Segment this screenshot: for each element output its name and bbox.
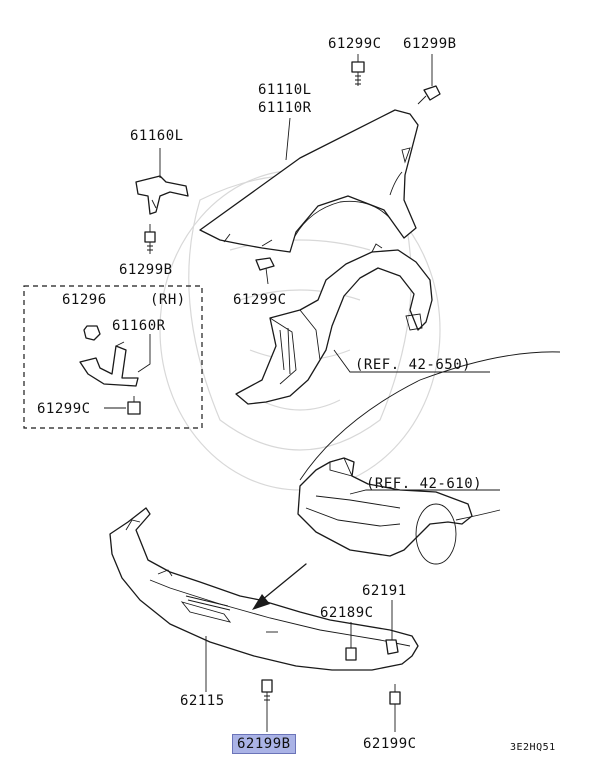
label-62199c[interactable]: 62199C [363, 736, 417, 752]
label-61299c-top[interactable]: 61299C [328, 36, 382, 52]
label-61299c-mid[interactable]: 61299C [233, 292, 287, 308]
leader-61110 [285, 117, 291, 161]
leader-ref-42-610 [349, 489, 500, 495]
label-ref-42-610[interactable]: (REF. 42-610) [366, 476, 483, 492]
label-61110r[interactable]: 61110R [258, 100, 312, 116]
bracket-61160l [135, 175, 189, 215]
nut-61296 [83, 325, 101, 341]
label-ref-42-650[interactable]: (REF. 42-650) [355, 357, 472, 373]
clip-62189c [345, 622, 357, 661]
label-61160l[interactable]: 61160L [130, 128, 184, 144]
bolt-61299c-top [351, 54, 365, 86]
fender-61110 [199, 109, 419, 253]
clip-62191 [385, 600, 399, 655]
bolt-61299b-top [417, 54, 441, 105]
label-61160r[interactable]: 61160R [112, 318, 166, 334]
front-end-42-610 [297, 351, 561, 565]
front-spoiler-62115 [109, 507, 419, 671]
bolt-61299b-left [144, 224, 156, 254]
label-62115[interactable]: 62115 [180, 693, 225, 709]
label-62189c[interactable]: 62189C [320, 605, 374, 621]
rh-detail-box [23, 285, 203, 429]
diagram-code: 3E2HQ51 [510, 742, 556, 753]
bolt-61299c-left [104, 396, 141, 415]
label-62199b[interactable]: 62199B [232, 734, 296, 754]
fender-liner-42-650 [235, 243, 433, 405]
leader-61160r [137, 334, 151, 373]
bolt-62199c [389, 684, 401, 732]
label-61110l[interactable]: 61110L [258, 82, 312, 98]
bracket-61160r [79, 341, 139, 387]
label-62191[interactable]: 62191 [362, 583, 407, 599]
label-61296[interactable]: 61296 [62, 292, 107, 308]
label-61299b-left[interactable]: 61299B [119, 262, 173, 278]
bolt-62199b [261, 679, 273, 732]
bolt-61299c-mid [255, 257, 275, 285]
label-61299b-top[interactable]: 61299B [403, 36, 457, 52]
label-rh: (RH) [150, 292, 186, 308]
label-61299c-left[interactable]: 61299C [37, 401, 91, 417]
assembly-arrow [252, 563, 307, 610]
